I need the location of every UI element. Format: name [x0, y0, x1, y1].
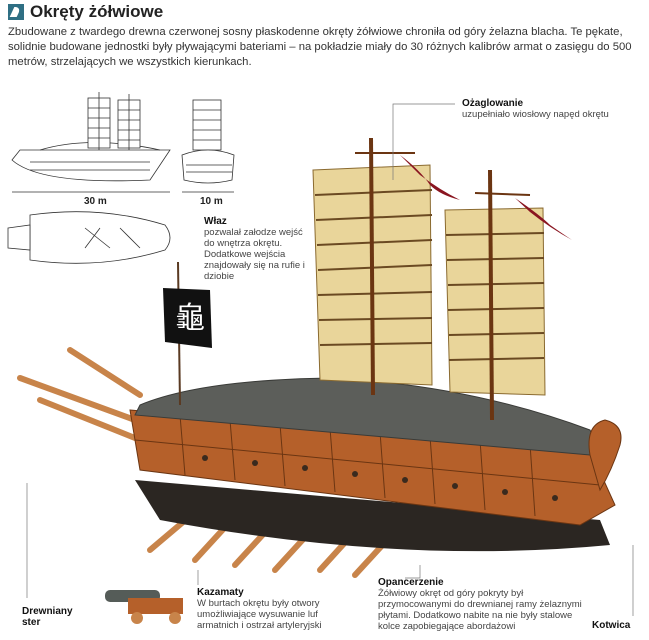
label-ster: Drewniany ster — [22, 606, 77, 628]
width-dimension: 10 m — [200, 196, 223, 207]
header: Okręty żółwiowe — [8, 2, 163, 22]
label-text: Żółwiowy okręt od góry pokryty był przym… — [378, 588, 582, 632]
flag — [163, 288, 212, 348]
label-title: Kotwica — [592, 620, 631, 631]
label-text: uzupełniało wiosłowy napęd okrętu — [462, 109, 609, 120]
cannon-illustration — [105, 590, 183, 624]
logo-icon — [8, 4, 24, 20]
gun-ports — [202, 455, 558, 501]
label-title: Drewniany ster — [22, 606, 73, 628]
hull-panels — [134, 414, 601, 517]
top-view-sketch — [7, 211, 171, 264]
label-title: Opancerzenie — [378, 577, 444, 588]
label-text: pozwalał załodze wejść do wnętrza okrętu… — [204, 227, 305, 282]
leader-lines — [26, 103, 634, 616]
sails — [312, 137, 572, 421]
label-title: Ożaglowanie — [462, 98, 524, 109]
label-kotwica: Kotwica — [592, 620, 647, 631]
length-dimension: 30 m — [84, 196, 107, 207]
front-view-sketch — [181, 99, 235, 184]
side-view-sketch — [11, 92, 171, 182]
dragon-head — [588, 419, 622, 492]
label-text: W burtach okrętu były otwory umożliwiają… — [197, 598, 322, 631]
label-title: Właz — [204, 216, 227, 227]
label-title: Kazamaty — [197, 587, 244, 598]
page-title: Okręty żółwiowe — [30, 2, 164, 21]
hull-bottom — [135, 480, 610, 552]
flag-glyph: 龜 — [175, 301, 205, 336]
intro-text: Zbudowane z twardego drewna czerwonej so… — [8, 26, 632, 68]
